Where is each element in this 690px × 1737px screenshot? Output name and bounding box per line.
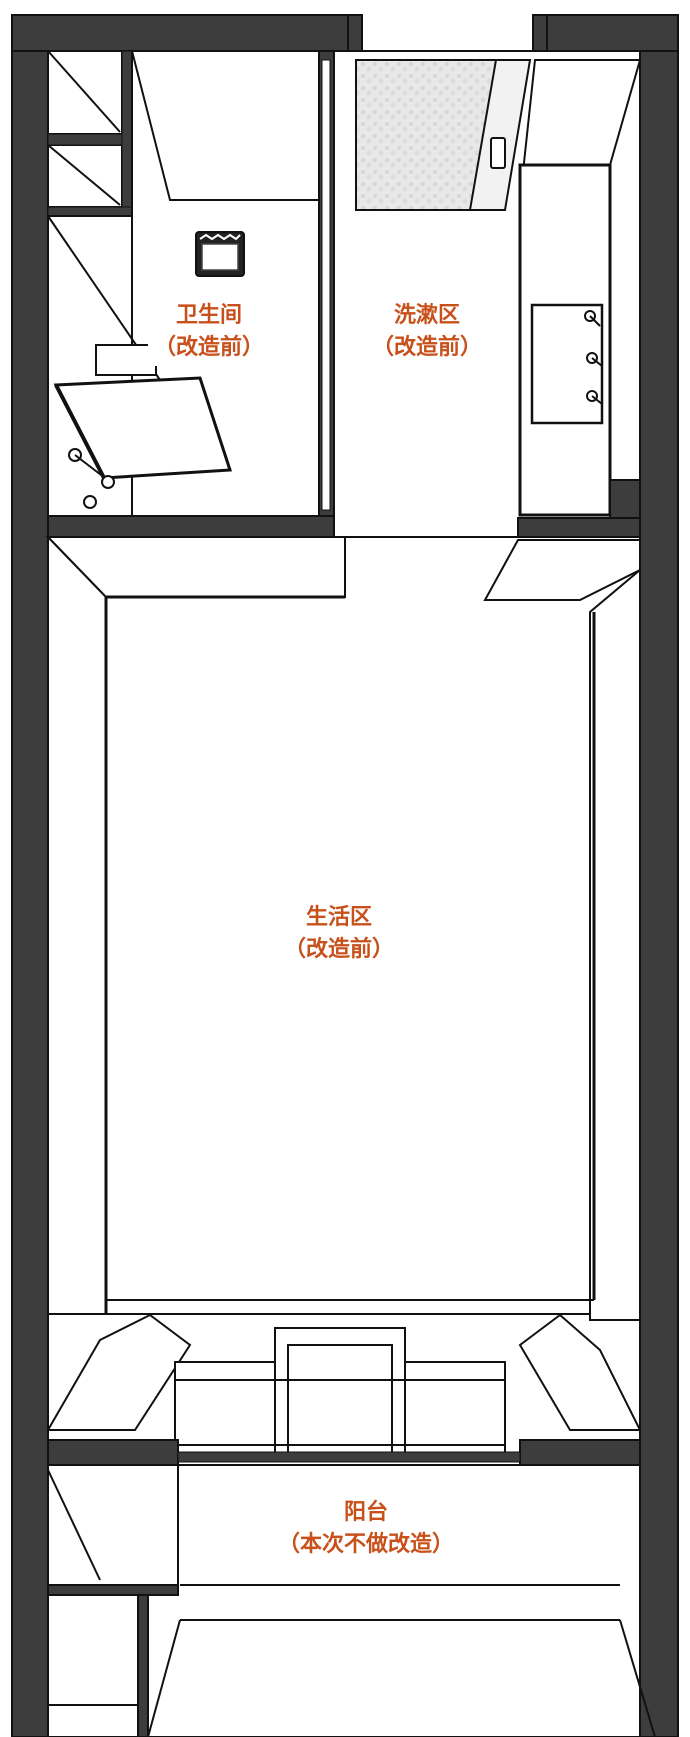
storage-cells-top <box>47 50 123 208</box>
frosted-glass-panel <box>355 59 497 211</box>
faucet-spout <box>74 454 106 479</box>
door-frame-left <box>46 1313 192 1431</box>
floor-drain-inner <box>201 243 239 271</box>
vanity-edge <box>54 384 106 479</box>
bathroom-label: 卫生间 （改造前） <box>148 298 271 366</box>
wash-step <box>483 539 641 601</box>
tap-line <box>591 395 603 405</box>
cell-diagonal <box>47 50 121 133</box>
sink-basin <box>530 303 604 425</box>
cell-divider-wall <box>121 50 133 217</box>
balcony-storage-upper <box>47 1464 179 1586</box>
balcony-doors <box>46 1313 642 1459</box>
left-wall-bevel <box>47 534 107 1315</box>
toilet-base <box>95 344 157 376</box>
right-wall-bevel <box>589 567 641 1321</box>
top-wall-left <box>11 14 361 52</box>
cell-diagonal <box>47 144 121 206</box>
sliding-door-right <box>404 1361 506 1459</box>
bathroom-door-gap <box>321 59 331 511</box>
balcony-threshold <box>177 1451 521 1463</box>
living-area-name: 生活区 <box>306 905 373 930</box>
tap-line <box>591 357 603 367</box>
balcony-storage-lower <box>47 1594 139 1706</box>
living-area-note: （改造前） <box>284 937 395 962</box>
faucet-handle <box>83 495 97 509</box>
sliding-door-inner <box>287 1344 393 1454</box>
glass-door <box>468 59 532 211</box>
living-area-label: 生活区 （改造前） <box>278 900 401 968</box>
balcony-wall-left <box>47 1439 179 1466</box>
balcony-edge <box>147 1619 181 1737</box>
tap-line <box>589 315 601 327</box>
drain-wave <box>199 233 241 241</box>
balcony-edge <box>619 1619 656 1737</box>
door-frame-right <box>518 1313 642 1431</box>
balcony-label: 阳台 （本次不做改造） <box>272 1495 461 1563</box>
top-wall-right <box>534 14 679 52</box>
storage-divider <box>47 1584 179 1596</box>
balcony-note: （本次不做改造） <box>278 1532 455 1557</box>
left-wall <box>11 14 49 1737</box>
storage-divider <box>137 1594 149 1737</box>
exterior-walls <box>11 14 679 1737</box>
light-switch <box>490 137 506 169</box>
wash-area-label: 洗漱区 （改造前） <box>366 298 489 366</box>
wash-area-name: 洗漱区 <box>394 303 461 328</box>
sliding-door-left <box>174 1361 276 1459</box>
storage-diagonal <box>47 1469 101 1581</box>
right-wall <box>639 14 679 1737</box>
top-wall-right-stub <box>532 14 548 56</box>
top-wall-left-stub <box>347 14 363 56</box>
wash-area-note: （改造前） <box>372 335 483 360</box>
faucet-handle <box>101 475 115 489</box>
balcony-name: 阳台 <box>344 1500 389 1525</box>
bathroom <box>47 50 320 517</box>
cell-divider-wall <box>47 133 125 146</box>
bathroom-note: （改造前） <box>154 335 265 360</box>
bathroom-bottom-wall <box>47 515 335 538</box>
bathroom-name: 卫生间 <box>176 303 243 328</box>
cell-divider-wall <box>47 206 133 217</box>
wash-area <box>333 50 642 542</box>
balcony-wall-right <box>519 1439 641 1466</box>
